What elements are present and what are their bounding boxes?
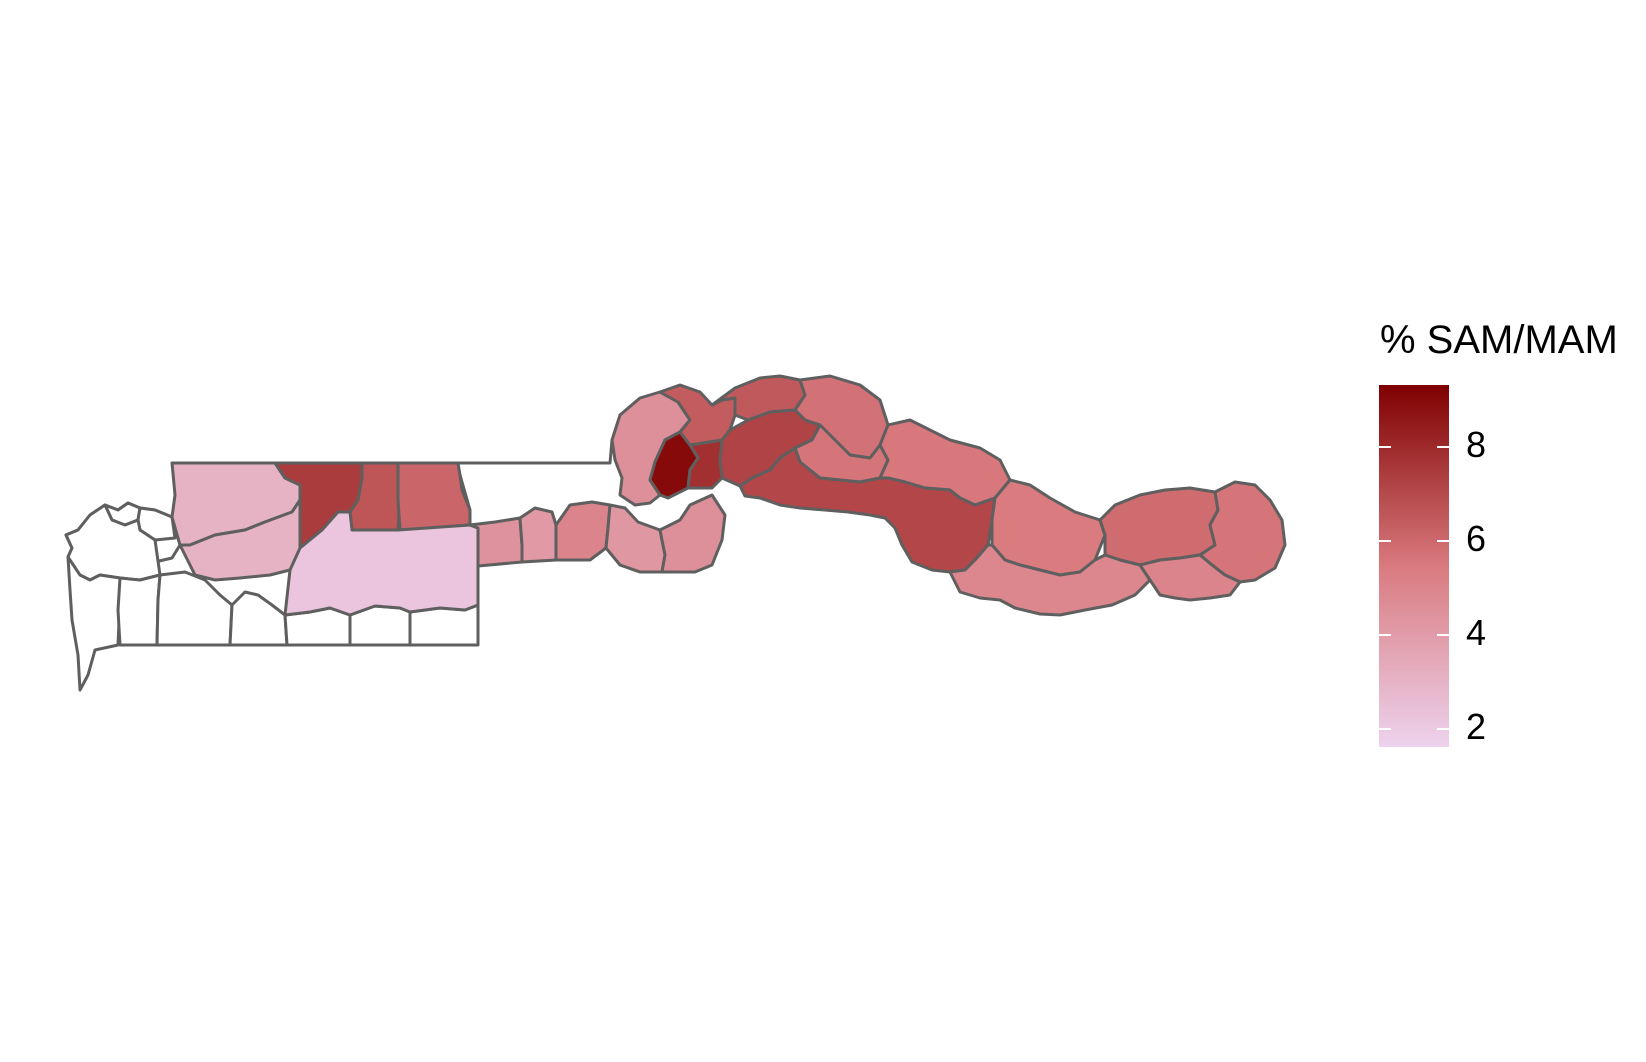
- region-north-bank-east: [396, 461, 472, 532]
- country-border-north: [172, 439, 614, 465]
- region-central-strip-4: [604, 503, 667, 574]
- legend-tick-label: 4: [1466, 612, 1487, 654]
- legend-tick-mark: [1379, 728, 1391, 730]
- region-central-strip-5: [658, 493, 727, 574]
- legend-tick-label: 6: [1466, 518, 1487, 560]
- region-central-strip-2: [518, 506, 558, 564]
- region-east-lower-1: [948, 543, 1152, 617]
- legend-tick-label: 8: [1466, 424, 1487, 466]
- legend-tick-mark: [1379, 446, 1391, 448]
- legend-tick-mark: [1437, 634, 1449, 636]
- region-west-coast-5: [66, 555, 122, 692]
- legend-tick-mark: [1379, 540, 1391, 542]
- region-west-south-1: [116, 573, 162, 647]
- region-central-dark-east: [686, 438, 724, 490]
- region-north-crown-1: [658, 383, 737, 447]
- region-east-upper-3: [1198, 480, 1287, 584]
- legend-tick-mark: [1437, 728, 1449, 730]
- legend-colorbar: [1379, 385, 1449, 747]
- region-central-strip-1: [468, 516, 524, 568]
- legend-tick-label: 2: [1466, 706, 1487, 748]
- region-south-lower-pale: [283, 510, 480, 617]
- legend-tick-mark: [1379, 634, 1391, 636]
- region-east-lower-2: [1138, 553, 1242, 602]
- country-border-segment: [458, 474, 472, 511]
- region-central-strip-3: [554, 500, 612, 562]
- legend-tick-mark: [1437, 540, 1449, 542]
- legend-tick-mark: [1437, 446, 1449, 448]
- region-west-south-3: [228, 590, 289, 647]
- legend-title: % SAM/MAM: [1380, 318, 1618, 362]
- region-west-south-2: [155, 570, 234, 647]
